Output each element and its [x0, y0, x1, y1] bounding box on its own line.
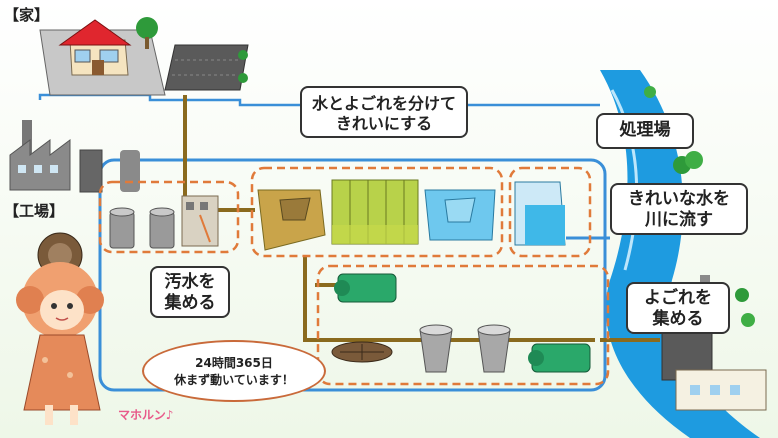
callout-clean-water-line1: きれいな水を — [628, 189, 730, 209]
callout-separate-line1: 水とよごれを分けて — [311, 94, 456, 113]
factory-illustration — [9, 120, 140, 193]
callout-collect-dirt: よごれを 集める — [626, 282, 730, 334]
house-illustration — [39, 17, 249, 96]
dashed-box-collect-sewage — [98, 180, 240, 254]
character-name: マホルン♪ — [118, 408, 174, 422]
callout-separate-line2: きれいにする — [335, 114, 433, 133]
incinerator-building — [661, 275, 767, 411]
plant-boundary — [98, 158, 607, 392]
plant-label: 処理場 — [596, 113, 694, 149]
dashed-box-collect-dirt — [316, 264, 610, 386]
callout-collect-dirt-line1: よごれを — [644, 288, 712, 308]
callout-clean-water-line2: 川に流す — [645, 210, 713, 231]
settling-tank — [257, 189, 326, 251]
dashed-box-clean-water — [508, 166, 592, 258]
final-settling-tank — [424, 189, 496, 241]
sludge-equipment — [331, 273, 591, 373]
pump-tanks — [109, 195, 219, 249]
speech-bubble-line2: 休まず動いています！ — [174, 373, 294, 387]
disinfection-tank — [514, 181, 566, 246]
reaction-tank — [331, 179, 419, 245]
callout-collect-dirt-line2: 集める — [652, 309, 704, 330]
house-water-line — [38, 93, 600, 107]
house-label: 【家】 — [4, 6, 50, 24]
speech-bubble: 24時間365日 休まず動いています！ — [142, 340, 326, 402]
factory-label: 【工場】 — [4, 202, 65, 220]
callout-separate: 水とよごれを分けて きれいにする — [300, 86, 468, 138]
dashed-box-separate — [250, 166, 504, 258]
callout-collect-sewage-line2: 集める — [164, 293, 216, 314]
speech-bubble-line1: 24時間365日 — [195, 356, 273, 370]
callout-collect-sewage: 汚水を 集める — [150, 266, 230, 318]
river — [600, 70, 760, 438]
mascot-character — [16, 232, 104, 425]
callout-collect-sewage-line1: 汚水を — [164, 272, 216, 292]
sewer-pipe — [183, 95, 255, 212]
river-highlight — [610, 89, 639, 271]
callout-clean-water: きれいな水を 川に流す — [610, 183, 748, 235]
